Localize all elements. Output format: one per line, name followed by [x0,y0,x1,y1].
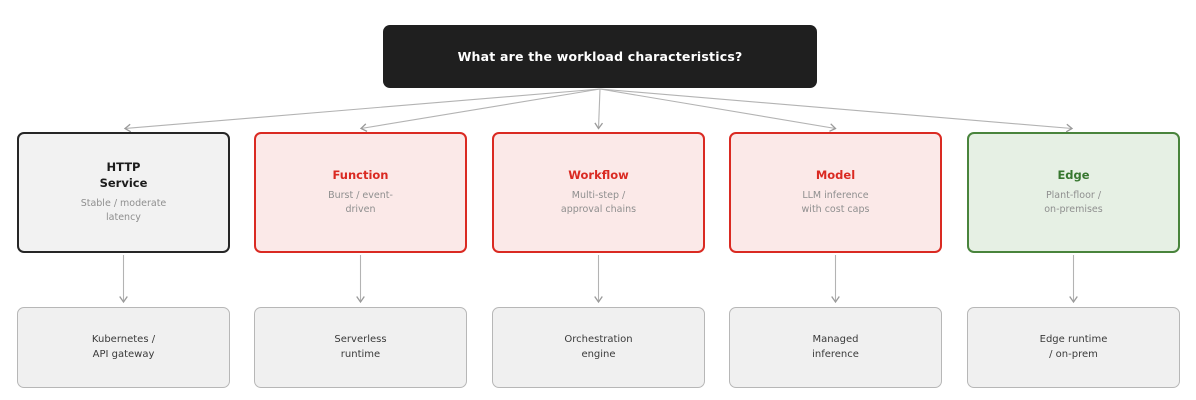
target-node-edge-runtime: Edge runtime / on-prem [967,307,1180,388]
decision-title-http-service: HTTP Service [99,160,148,190]
decision-subtitle-http-service: Stable / moderate latency [80,198,167,224]
decision-node-function: Function Burst / event- driven [254,132,467,253]
target-label-edge-runtime: Edge runtime / on-prem [1039,334,1108,360]
target-node-managed-inference: Managed inference [729,307,942,388]
target-node-kubernetes: Kubernetes / API gateway [17,307,230,388]
decision-node-edge: Edge Plant-floor / on-premises [967,132,1180,253]
decision-title-function: Function [332,167,389,182]
decision-title-workflow: Workflow [568,167,629,182]
target-label-kubernetes: Kubernetes / API gateway [91,334,156,360]
decision-subtitle-workflow: Multi-step / approval chains [560,190,637,216]
target-label-orchestration-engine: Orchestration engine [564,334,633,360]
edge-root-to-workflow [594,88,604,130]
edge-root-to-edge [599,88,1074,133]
target-label-serverless-runtime: Serverless runtime [334,334,387,360]
target-label-managed-inference: Managed inference [812,334,859,360]
decision-subtitle-model: LLM inference with cost caps [801,190,870,216]
edge-root-to-function [359,88,601,132]
decision-title-edge: Edge [1057,167,1090,182]
decision-node-workflow: Workflow Multi-step / approval chains [492,132,705,253]
decision-subtitle-function: Burst / event- driven [328,190,393,216]
target-node-orchestration-engine: Orchestration engine [492,307,705,388]
edge-root-to-model [599,88,837,132]
decision-node-http-service: HTTP Service Stable / moderate latency [17,132,230,253]
root-question-node: What are the workload characteristics? [383,25,817,88]
decision-subtitle-edge: Plant-floor / on-premises [1044,190,1103,216]
root-question-label: What are the workload characteristics? [457,49,743,64]
decision-node-model: Model LLM inference with cost caps [729,132,942,253]
edge-root-to-http-service [123,88,601,133]
target-node-serverless-runtime: Serverless runtime [254,307,467,388]
decision-title-model: Model [815,167,856,182]
